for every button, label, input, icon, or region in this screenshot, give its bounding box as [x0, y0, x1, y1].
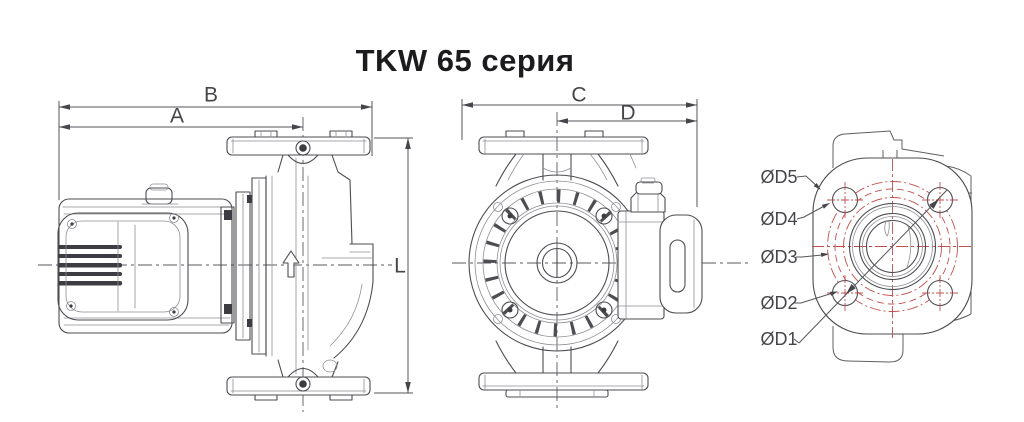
terminal-box — [617, 177, 703, 320]
dim-label-l: L — [394, 254, 406, 278]
motor-side — [57, 183, 233, 334]
front-bottom-flange — [478, 340, 649, 398]
dim-label-b: B — [203, 83, 219, 107]
motor-cable-gland — [141, 183, 179, 205]
flange-label-leaders — [793, 175, 838, 344]
housing-screws — [501, 207, 613, 319]
flange-label-d2: ØD2 — [760, 293, 798, 313]
dim-label-c: C — [571, 83, 587, 107]
motor-terminal-cover — [57, 212, 189, 321]
cover-screws — [66, 213, 179, 317]
flange-label-d4: ØD4 — [760, 209, 798, 229]
side-top-flange — [226, 130, 371, 165]
terminal-cable-gland — [630, 177, 666, 213]
side-view-drawing — [38, 101, 413, 412]
pump-casing-side — [265, 154, 374, 378]
flange-view-drawing — [793, 130, 974, 363]
side-view-dimensions — [58, 101, 413, 394]
flange-label-d3: ØD3 — [760, 247, 798, 267]
flange-label-d5: ØD5 — [760, 167, 798, 187]
page-title: TKW 65 серия — [355, 43, 575, 78]
front-top-flange — [478, 130, 649, 187]
front-view-drawing — [452, 99, 748, 410]
bolt-circle-dimension — [798, 189, 948, 344]
flange-bore — [848, 202, 937, 291]
flow-direction-arrow — [282, 250, 300, 278]
dim-label-a: A — [169, 104, 185, 128]
motor-adapter — [220, 177, 267, 355]
flange-reference-circles — [812, 159, 974, 338]
flange-label-d1: ØD1 — [760, 329, 798, 349]
side-bottom-flange — [226, 367, 371, 401]
front-view-dimensions — [461, 99, 698, 207]
pump-body-silhouette — [832, 130, 972, 363]
dim-label-d: D — [620, 101, 636, 125]
